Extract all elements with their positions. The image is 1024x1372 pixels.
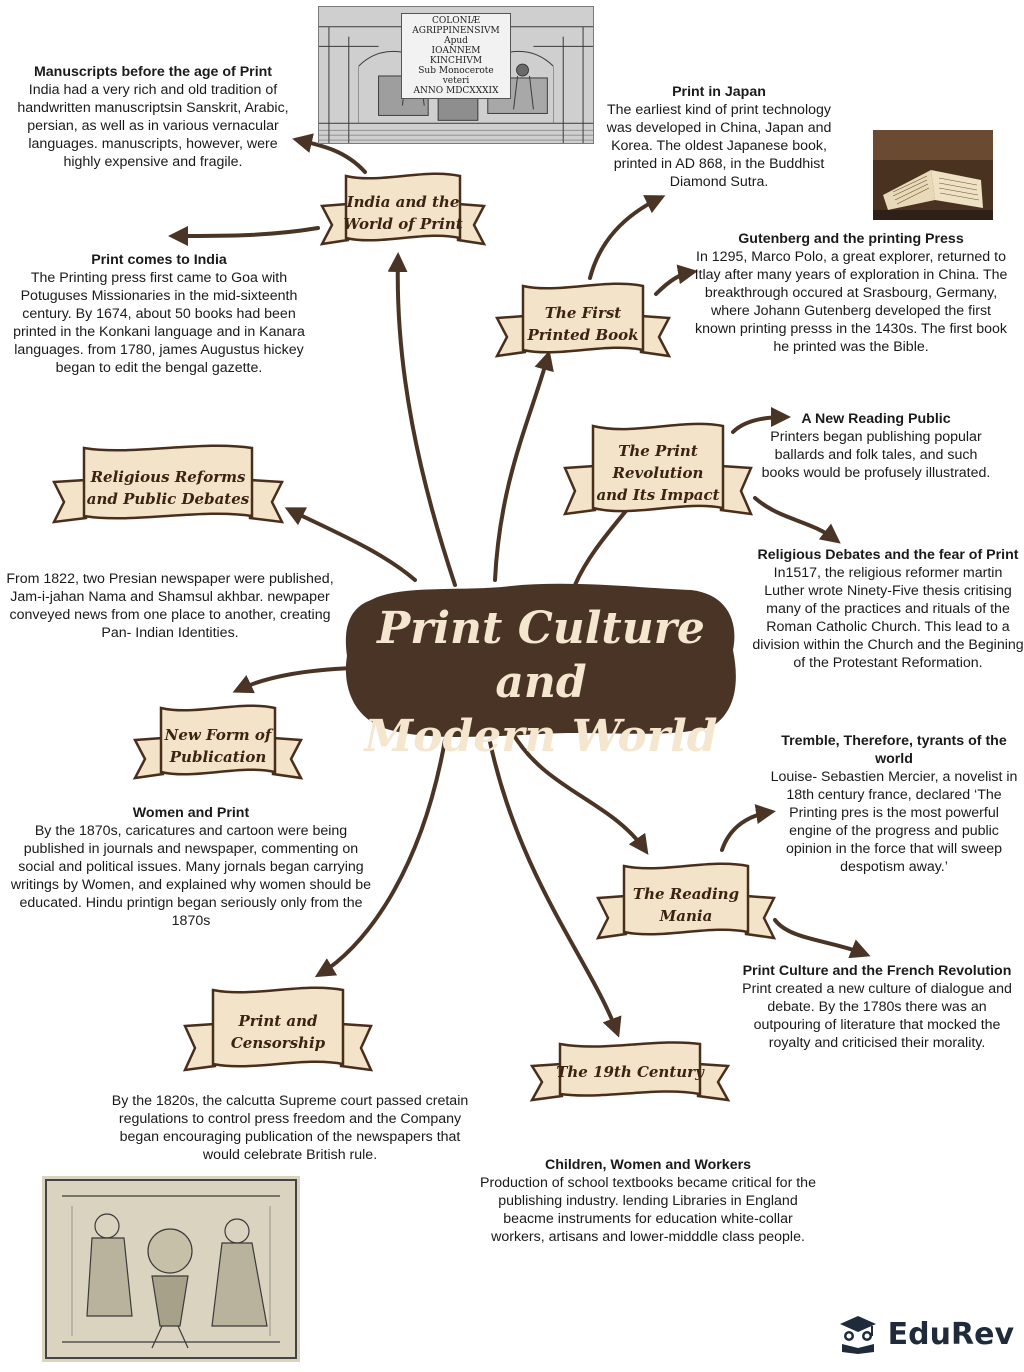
banner-reading-mania: The Reading Mania (595, 858, 777, 952)
connector-french (773, 918, 871, 959)
note-body: Production of school textbooks became cr… (480, 1175, 816, 1245)
connector-reading-mania (510, 730, 649, 855)
note-body: From 1822, two Presian newspaper were pu… (6, 571, 334, 641)
folk-art-illustration (42, 1176, 300, 1362)
banner-first-printed-book: The First Printed Book (494, 278, 672, 370)
banner-india-world: India and the World of Print (319, 168, 487, 258)
note-body: In1517, the religious reformer martin Lu… (752, 565, 1024, 671)
note-body: In 1295, Marco Polo, a great explorer, r… (694, 249, 1008, 355)
note-censorship: By the 1820s, the calcutta Supreme court… (100, 1092, 480, 1164)
banner-label: New Form of Publication (164, 726, 272, 766)
note-religious-debates: Religious Debates and the fear of Print … (752, 546, 1024, 672)
note-body: Louise- Sebastien Mercier, a novelist in… (770, 769, 1018, 875)
connector-japan (588, 195, 666, 280)
banner-print-censorship: Print and Censorship (182, 982, 374, 1082)
connector-new-public (731, 407, 791, 434)
note-print-in-japan: Print in Japan The earliest kind of prin… (596, 83, 842, 191)
note-body: Print created a new culture of dialogue … (742, 981, 1012, 1051)
old-book-photo (873, 130, 993, 220)
note-title: Women and Print (132, 805, 250, 821)
note-body: By the 1820s, the calcutta Supreme court… (111, 1093, 469, 1163)
banner-nineteenth-century: The 19th Century (529, 1038, 731, 1106)
note-new-reading-public: A New Reading Public Printers began publ… (760, 410, 992, 482)
note-title: A New Reading Public (801, 411, 951, 427)
banner-label: Religious Reforms and Public Debates (86, 468, 250, 508)
connector-new-form (232, 666, 354, 694)
connector-manuscripts (292, 133, 367, 174)
note-gutenberg: Gutenberg and the printing Press In 1295… (692, 230, 1010, 356)
note-print-comes-to-india: Print comes to India The Printing press … (8, 251, 310, 377)
banner-label: The First Printed Book (527, 304, 639, 344)
center-title-block: Print Culture and Modern World (341, 580, 741, 762)
banner-new-form: New Form of Publication (132, 700, 304, 792)
note-french-revolution: Print Culture and the French Revolution … (736, 962, 1018, 1052)
note-body: Printers began publishing popular ballar… (761, 429, 991, 481)
note-title: Religious Debates and the fear of Print (757, 547, 1019, 563)
note-title: Gutenberg and the printing Press (738, 231, 964, 247)
banner-label: The Reading Mania (632, 885, 740, 925)
banner-label: India and the World of Print (343, 193, 463, 233)
note-title: Print in Japan (672, 84, 766, 100)
note-tremble-tyrants: Tremble, Therefore, tyrants of the world… (766, 732, 1022, 876)
note-manuscripts: Manuscripts before the age of Print Indi… (8, 63, 298, 171)
banner-religious-reforms: Religious Reforms and Public Debates (51, 440, 285, 536)
graduation-cap-book-icon (839, 1316, 876, 1354)
connector-tremble (720, 804, 776, 852)
connector-india-world (387, 252, 457, 587)
note-body: India had a very rich and old tradition … (17, 82, 289, 170)
note-title: Print comes to India (91, 252, 227, 268)
page-title: Print Culture and Modern World (364, 603, 718, 762)
connector-religious-reforms (284, 507, 417, 582)
banner-label: The Print Revolution and Its Impact (596, 442, 720, 504)
brand-logo: EduRev (836, 1314, 1014, 1354)
note-title: Print Culture and the French Revolution (742, 963, 1012, 979)
banner-label: Print and Censorship (230, 1012, 326, 1052)
connector-gutenberg (654, 264, 698, 296)
note-persian-newspapers: From 1822, two Presian newspaper were pu… (2, 570, 338, 642)
connector-nineteenth (488, 740, 622, 1038)
note-body: The Printing press first came to Goa wit… (13, 270, 305, 376)
note-body: The earliest kind of print technology wa… (606, 102, 832, 190)
connector-print-india (168, 225, 320, 246)
note-children-women-workers: Children, Women and Workers Production o… (478, 1156, 818, 1246)
printing-press-engraving: COLONIÆ AGRIPPINENSIVM Apud IOANNEM KINC… (318, 6, 594, 144)
note-title: Tremble, Therefore, tyrants of the world (781, 733, 1007, 767)
note-title: Children, Women and Workers (544, 1157, 752, 1173)
connector-censorship (314, 738, 447, 978)
note-body: By the 1870s, caricatures and cartoon we… (10, 823, 372, 929)
banner-print-revolution: The Print Revolution and Its Impact (562, 418, 754, 528)
brand-name: EduRev (887, 1316, 1014, 1352)
connector-first-printed (493, 350, 554, 582)
engraving-caption: COLONIÆ AGRIPPINENSIVM Apud IOANNEM KINC… (401, 13, 511, 99)
note-women-and-print: Women and Print By the 1870s, caricature… (6, 804, 376, 930)
note-title: Manuscripts before the age of Print (33, 64, 273, 80)
connector-religious-debates (753, 496, 841, 544)
banner-label: The 19th Century (556, 1063, 704, 1081)
